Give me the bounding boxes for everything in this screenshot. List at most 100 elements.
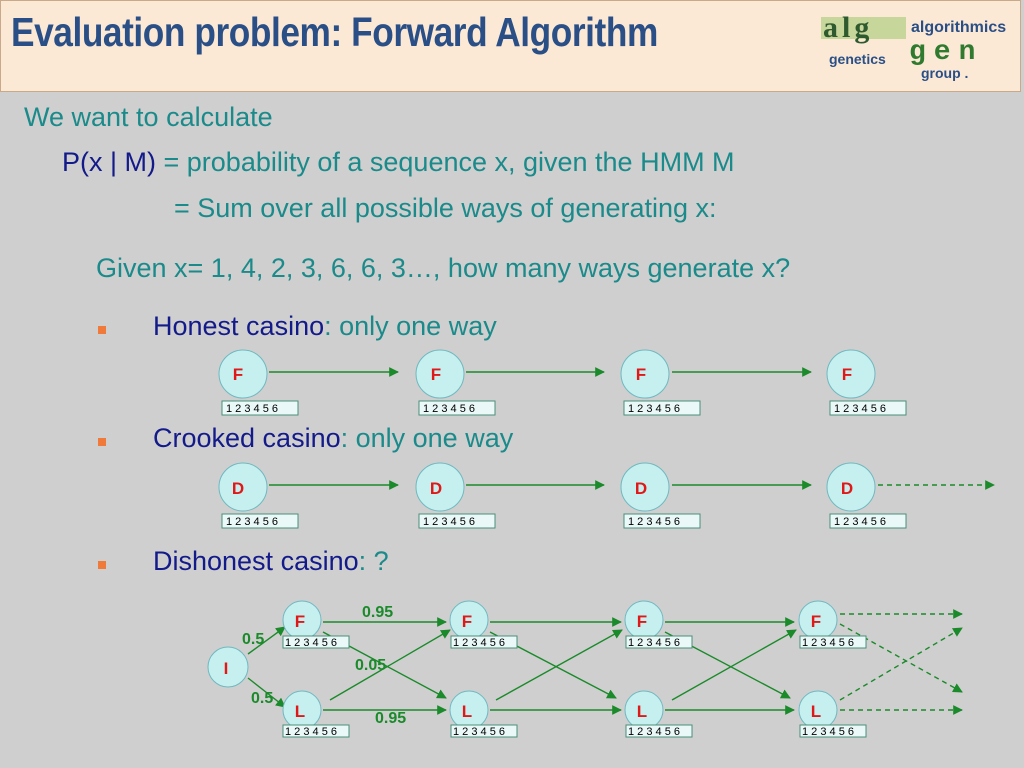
logo-background	[821, 17, 906, 39]
dice-faces: 1 2 3 4 5 6	[285, 637, 337, 649]
state-label: F	[233, 365, 243, 384]
logo-algorithmics: algorithmics	[911, 19, 1007, 36]
dice-box	[829, 400, 907, 416]
dice-box	[799, 635, 867, 649]
dice-faces: 1 2 3 4 5 6	[802, 637, 854, 649]
bullet-suffix: : only one way	[324, 311, 497, 341]
state-label: D	[430, 479, 442, 498]
state-label: F	[431, 365, 441, 384]
bullet-suffix: : ?	[358, 546, 389, 576]
state-label: I	[224, 659, 229, 678]
bullet-crooked: Crooked casino: only one way	[153, 423, 513, 454]
dice-box	[282, 635, 350, 649]
dice-faces: 1 2 3 4 5 6	[628, 516, 680, 528]
crooked-casino-chain: D 1 2 3 4 5 6 D 1 2 3 4 5 6 D 1 2 3 4 5 …	[218, 462, 995, 529]
dice-box	[418, 513, 496, 529]
dice-box	[625, 635, 693, 649]
state-label: F	[636, 365, 646, 384]
dice-faces: 1 2 3 4 5 6	[453, 637, 505, 649]
dice-box	[282, 724, 350, 738]
transition-arrow	[247, 626, 286, 655]
probability-label: 0.95	[375, 710, 406, 727]
state-node-fair	[218, 349, 268, 399]
logo-genetics: genetics	[829, 51, 886, 67]
dice-faces: 1 2 3 4 5 6	[453, 726, 505, 738]
dice-box	[450, 724, 518, 738]
state-label: F	[811, 612, 821, 631]
probability-label: 0.5	[242, 631, 264, 648]
transition-arrow	[329, 629, 451, 701]
state-label: F	[295, 612, 305, 631]
state-label: F	[462, 612, 472, 631]
state-label: D	[232, 479, 244, 498]
dice-box	[418, 400, 496, 416]
logo-alg: alg	[823, 11, 874, 44]
bullet-dishonest: Dishonest casino: ?	[153, 546, 389, 577]
dishonest-casino-trellis: 0.5 0.5 0.95 0.05 0.95 I F 1 2 3 4 5 6 L…	[207, 600, 963, 738]
bullet-marker	[98, 561, 106, 569]
dice-faces: 1 2 3 4 5 6	[834, 516, 886, 528]
state-node-fair	[826, 349, 876, 399]
intro-line-1: We want to calculate	[24, 102, 273, 132]
probability-expression: P(x | M)	[62, 147, 156, 177]
given-question: Given x= 1, 4, 2, 3, 6, 6, 3…, how many …	[96, 253, 791, 283]
dice-box	[625, 724, 693, 738]
dice-faces: 1 2 3 4 5 6	[628, 637, 680, 649]
dice-faces: 1 2 3 4 5 6	[226, 403, 278, 415]
dice-box	[799, 724, 867, 738]
dice-box	[221, 400, 299, 416]
honest-casino-chain: F 1 2 3 4 5 6 F 1 2 3 4 5 6 F 1 2 3 4 5 …	[218, 349, 907, 416]
dice-box	[623, 513, 701, 529]
state-node-dishonest	[620, 462, 670, 512]
state-node-dishonest	[826, 462, 876, 512]
state-label: L	[462, 702, 472, 721]
logo-gen: gen	[909, 37, 984, 68]
state-label: F	[842, 365, 852, 384]
slide-title: Evaluation problem: Forward Algorithm	[11, 9, 658, 55]
intro-line-3: = Sum over all possible ways of generati…	[174, 193, 717, 223]
state-label: D	[841, 479, 853, 498]
bullet-label: Dishonest casino	[153, 546, 359, 576]
intro-line-2: P(x | M) = probability of a sequence x, …	[62, 147, 735, 178]
bullet-label: Crooked casino	[153, 423, 341, 453]
state-node-dishonest	[415, 462, 465, 512]
dice-faces: 1 2 3 4 5 6	[285, 726, 337, 738]
title-bar: Evaluation problem: Forward Algorithm al…	[0, 0, 1021, 92]
state-label: F	[637, 612, 647, 631]
bullet-label: Honest casino	[153, 311, 325, 341]
probability-definition: = probability of a sequence x, given the…	[163, 147, 735, 177]
dice-box	[829, 513, 907, 529]
state-label: L	[295, 702, 305, 721]
state-label: D	[635, 479, 647, 498]
state-label: L	[811, 702, 821, 721]
algorithmics-genetics-logo: alg algorithmics genetics gen group .	[821, 11, 1011, 81]
continuation-arrow	[839, 623, 963, 693]
dice-faces: 1 2 3 4 5 6	[628, 403, 680, 415]
state-node-fair	[415, 349, 465, 399]
transition-arrow	[495, 629, 623, 701]
transition-arrow	[671, 629, 797, 701]
dice-faces: 1 2 3 4 5 6	[423, 516, 475, 528]
dice-box	[450, 635, 518, 649]
dice-faces: 1 2 3 4 5 6	[802, 726, 854, 738]
continuation-arrow	[839, 627, 963, 701]
state-node-fair	[620, 349, 670, 399]
bullet-marker	[98, 326, 106, 334]
state-node-initial	[207, 646, 249, 688]
probability-label: 0.95	[362, 604, 393, 621]
dice-box	[221, 513, 299, 529]
bullet-suffix: : only one way	[340, 423, 514, 453]
bullet-marker	[98, 438, 106, 446]
probability-label: 0.5	[251, 690, 273, 707]
dice-box	[623, 400, 701, 416]
bullet-honest: Honest casino: only one way	[153, 311, 497, 342]
state-label: L	[637, 702, 647, 721]
logo-group: group .	[921, 65, 969, 81]
dice-faces: 1 2 3 4 5 6	[834, 403, 886, 415]
probability-label: 0.05	[355, 657, 386, 674]
state-node-dishonest	[218, 462, 268, 512]
transition-arrow	[247, 677, 286, 708]
dice-faces: 1 2 3 4 5 6	[226, 516, 278, 528]
dice-faces: 1 2 3 4 5 6	[423, 403, 475, 415]
